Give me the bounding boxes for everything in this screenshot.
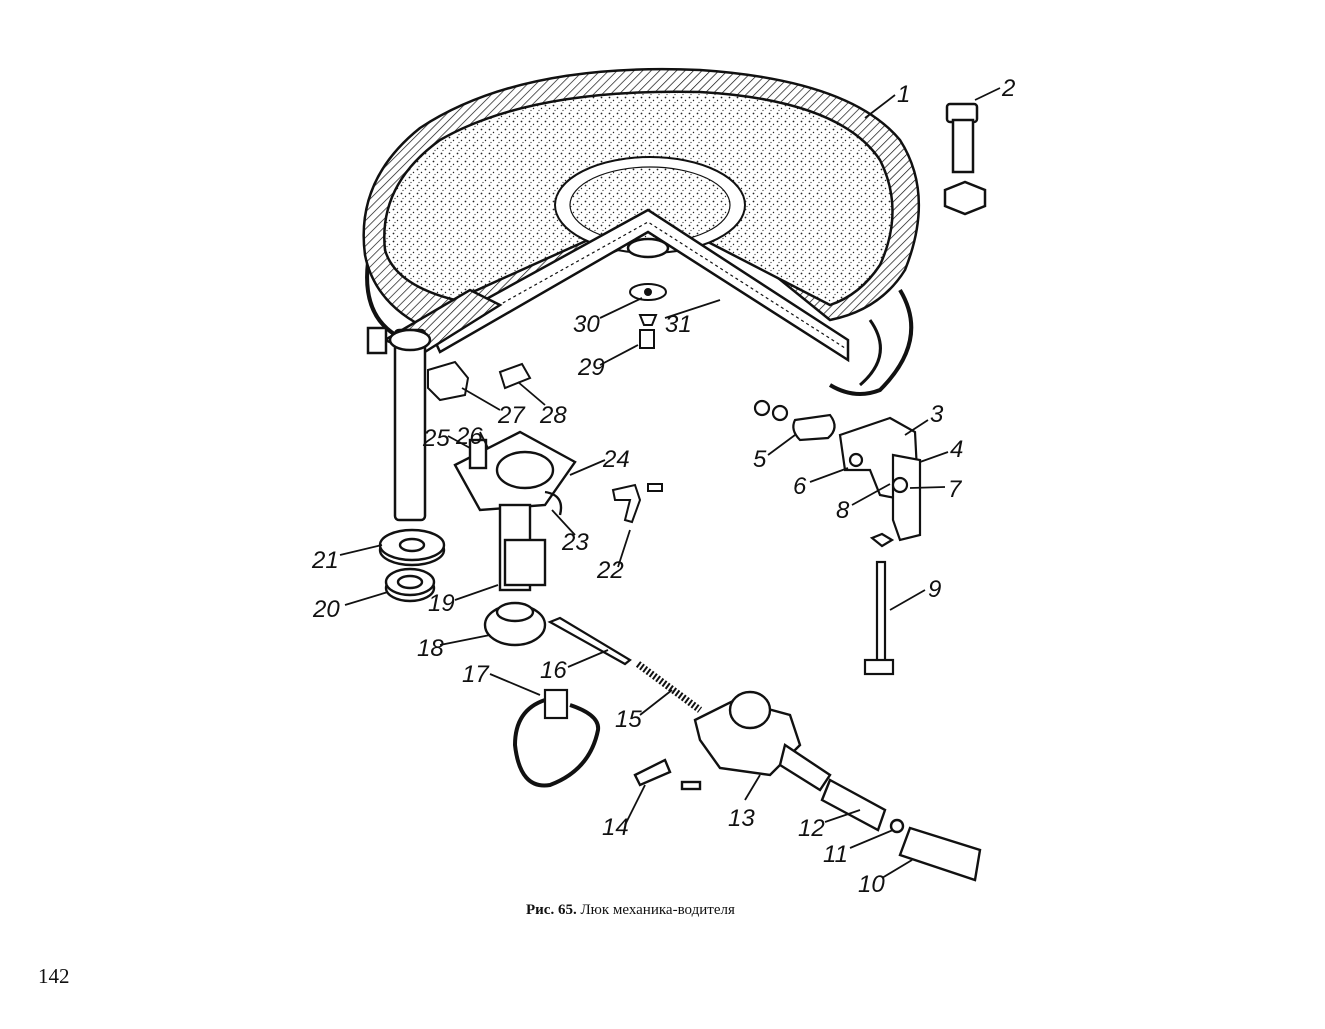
bolt-and-nut — [943, 102, 987, 216]
callout-24: 24 — [602, 446, 630, 473]
callout-31: 31 — [665, 311, 692, 338]
callout-2: 2 — [1001, 75, 1015, 102]
callout-26: 26 — [455, 423, 483, 450]
callout-12: 12 — [798, 815, 825, 842]
latch-bracket — [753, 399, 922, 542]
callout-8: 8 — [836, 497, 850, 524]
callout-1: 1 — [897, 81, 910, 108]
column-assembly — [453, 430, 577, 647]
callout-22: 22 — [596, 557, 624, 584]
callout-9: 9 — [928, 576, 941, 603]
callout-3: 3 — [930, 401, 944, 428]
figure-caption: Рис. 65. Люк механика-водителя — [526, 902, 735, 919]
rod-and-spring — [547, 616, 703, 713]
hatch-cover — [362, 67, 920, 396]
callout-28: 28 — [539, 402, 567, 429]
clevis-and-grip — [633, 690, 982, 882]
callout-18: 18 — [417, 635, 444, 662]
callout-20: 20 — [312, 596, 340, 623]
washer-and-bolt — [629, 283, 667, 349]
small-wedge-blocks — [427, 360, 532, 402]
callout-17: 17 — [462, 661, 490, 688]
stirrup-handle — [512, 688, 601, 788]
callout-23: 23 — [561, 529, 589, 556]
callout-13: 13 — [728, 805, 755, 832]
callout-numbers: 1 2 3 4 5 6 7 8 9 10 11 12 13 14 15 16 1… — [311, 75, 1015, 898]
latch-rod — [863, 532, 895, 676]
callout-11: 11 — [823, 841, 848, 868]
callout-25: 25 — [422, 425, 450, 452]
callout-5: 5 — [753, 446, 767, 473]
callout-7: 7 — [948, 476, 963, 503]
callout-27: 27 — [497, 402, 526, 429]
hinge-pin — [366, 326, 432, 522]
callout-14: 14 — [602, 814, 629, 841]
bearing-rings — [378, 528, 446, 603]
callout-15: 15 — [615, 706, 642, 733]
callout-29: 29 — [577, 354, 605, 381]
callout-6: 6 — [793, 473, 807, 500]
callout-4: 4 — [950, 436, 963, 463]
page-number: 142 — [38, 964, 70, 988]
callout-30: 30 — [573, 311, 600, 338]
callout-10: 10 — [858, 871, 885, 898]
callout-19: 19 — [428, 590, 455, 617]
figure-caption-text: Люк механика-водителя — [580, 902, 735, 918]
leader-lines — [339, 87, 1001, 879]
clip-plate — [611, 483, 663, 524]
callout-16: 16 — [540, 657, 567, 684]
figure-caption-label: Рис. 65. — [526, 902, 577, 918]
callout-21: 21 — [311, 547, 339, 574]
